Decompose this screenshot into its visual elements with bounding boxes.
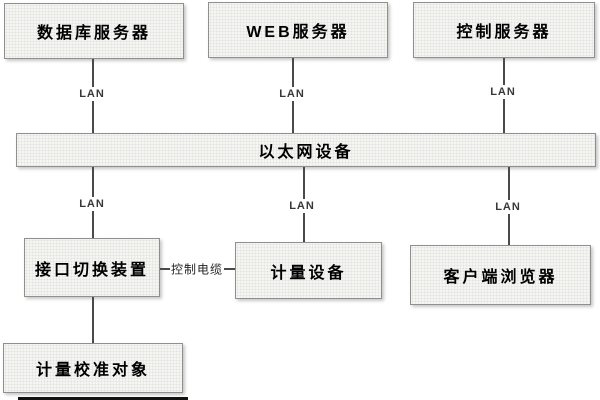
bottom-crop-bar [18, 397, 188, 400]
lan-label-control: LAN [488, 85, 518, 99]
node-control-server: 控制服务器 [413, 2, 595, 58]
node-metering-device: 计量设备 [235, 242, 382, 299]
lan-label-metering: LAN [287, 199, 317, 213]
lan-label-browser: LAN [493, 200, 523, 214]
connector-switch-to-calibration [92, 297, 94, 343]
node-db-server: 数据库服务器 [4, 3, 184, 59]
node-interface-switch: 接口切换装置 [24, 238, 160, 297]
lan-label-switch: LAN [77, 197, 107, 211]
node-ethernet-device: 以太网设备 [16, 133, 596, 167]
lan-label-web: LAN [277, 87, 307, 101]
node-web-server: WEB服务器 [208, 2, 388, 58]
node-calibration-object: 计量校准对象 [3, 343, 183, 393]
lan-label-db: LAN [77, 87, 107, 101]
control-cable-label: 控制电缆 [169, 260, 225, 278]
node-client-browser: 客户端浏览器 [410, 245, 591, 305]
